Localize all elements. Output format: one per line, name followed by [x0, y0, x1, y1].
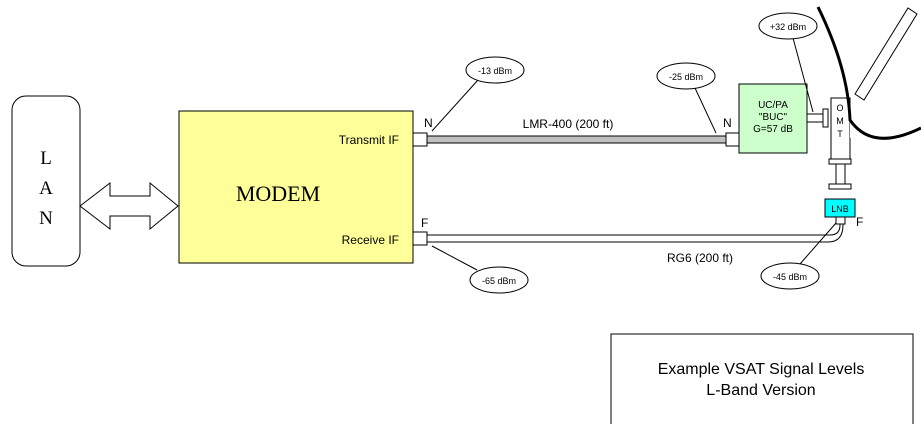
- modem-rx-connector-label: F: [421, 216, 428, 230]
- receive-if-label: Receive IF: [342, 233, 399, 247]
- modem-rx-connector: [412, 231, 428, 246]
- caption-line1: Example VSAT Signal Levels: [658, 361, 865, 378]
- modem-tx-connector-label: N: [424, 116, 433, 130]
- omt-flange-left: [822, 108, 829, 128]
- buc-label-line2: "BUC": [759, 112, 788, 123]
- buc-box: [738, 83, 808, 154]
- lan-modem-double-arrow: [79, 181, 179, 231]
- lnb-flange-top: [828, 183, 852, 190]
- lnb-out-connector: [835, 216, 846, 225]
- omt-flange-bottom: [828, 158, 852, 165]
- feed-support-arm: [854, 7, 918, 101]
- modem-tx-connector: [412, 132, 428, 147]
- callout-bubble-buc-out: [758, 12, 818, 40]
- dish-reflector: [816, 6, 921, 140]
- omt-letter-m: M: [836, 116, 844, 126]
- lan-box: [11, 95, 81, 267]
- buc-label-line1: UC/PA: [758, 100, 788, 111]
- level-lnb-out: -45 dBm: [773, 272, 807, 282]
- buc-in-connector-label: N: [723, 116, 732, 130]
- receive-cable-label: RG6 (200 ft): [667, 251, 733, 265]
- callout-pointer-modem-rx: [431, 245, 478, 271]
- modem-title: MODEM: [236, 181, 320, 206]
- callout-pointer-modem-tx: [431, 79, 479, 132]
- omt-letter-o: O: [836, 103, 843, 113]
- callout-pointer-buc-in: [694, 87, 717, 134]
- caption-line2: L-Band Version: [706, 382, 815, 399]
- receive-cable: [426, 216, 844, 243]
- lnb-waveguide: [835, 163, 846, 185]
- level-modem-tx: -13 dBm: [478, 66, 512, 76]
- transmit-cable: [426, 135, 727, 144]
- callout-bubble-modem-tx: [465, 56, 525, 84]
- level-buc-in: -25 dBm: [669, 72, 703, 82]
- lnb-label: LNB: [831, 204, 849, 214]
- transmit-if-label: Transmit IF: [339, 133, 399, 147]
- lan-letter-l: L: [40, 148, 52, 169]
- buc-in-connector: [725, 132, 740, 147]
- lnb-out-connector-label: F: [856, 215, 863, 229]
- callout-pointer-buc-out: [792, 37, 814, 113]
- callout-bubble-lnb-out: [760, 262, 820, 290]
- lan-letter-n: N: [39, 208, 53, 229]
- transmit-cable-label: LMR-400 (200 ft): [523, 117, 614, 131]
- level-modem-rx: -65 dBm: [482, 276, 516, 286]
- lan-letter-a: A: [39, 178, 53, 199]
- feed-horn: [850, 106, 895, 146]
- modem-box: [178, 110, 414, 264]
- callout-pointer-lnb-out: [799, 222, 837, 265]
- buc-waveguide: [806, 113, 824, 123]
- caption-box: [610, 333, 914, 424]
- callout-bubble-modem-rx: [469, 266, 529, 294]
- callout-bubble-buc-in: [656, 62, 716, 90]
- omt-letter-t: T: [837, 129, 843, 139]
- buc-label-line3: G=57 dB: [753, 124, 793, 135]
- level-buc-out: +32 dBm: [770, 22, 806, 32]
